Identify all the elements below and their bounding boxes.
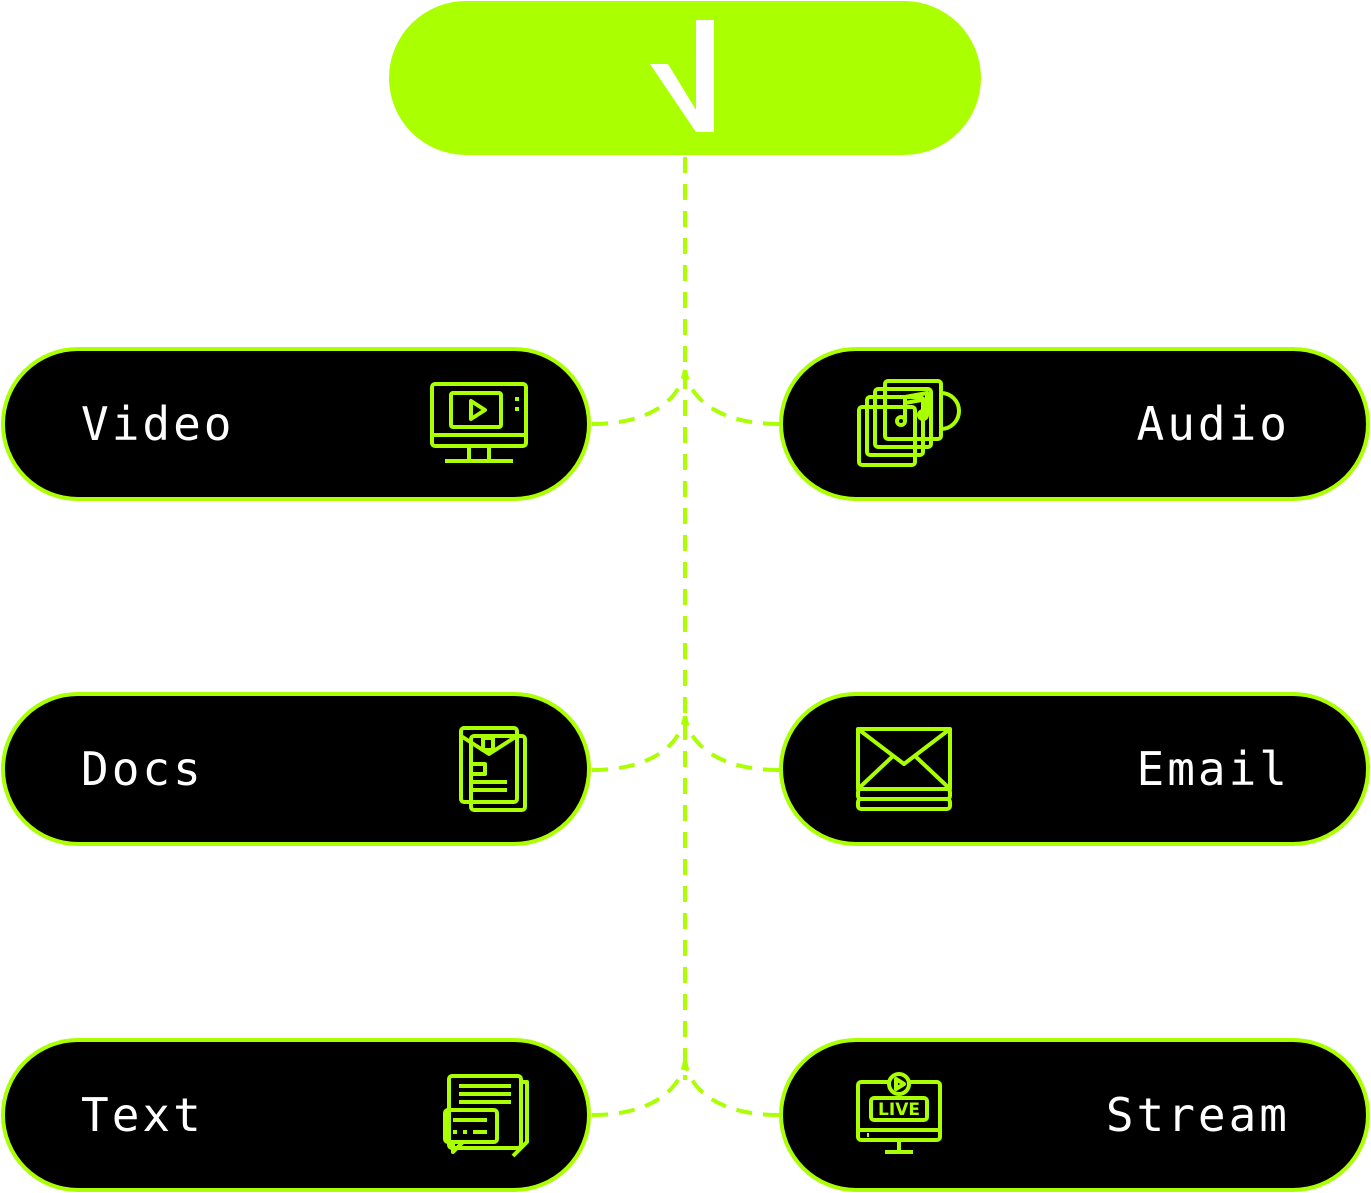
svg-text:LIVE: LIVE: [878, 1100, 920, 1120]
logo-pill[interactable]: [389, 1, 981, 155]
video-monitor-icon: [429, 381, 529, 467]
node-text[interactable]: Text: [1, 1038, 591, 1192]
node-label: Email: [1136, 742, 1290, 796]
node-label: Docs: [81, 742, 204, 796]
connector-video: [591, 369, 687, 426]
connector-text: [591, 1060, 687, 1117]
node-stream[interactable]: Stream LIVE: [779, 1038, 1370, 1192]
check-mark-logo-icon: [650, 20, 714, 132]
node-docs[interactable]: Docs: [1, 692, 591, 846]
connector-stream: [683, 1060, 780, 1117]
music-album-icon: [855, 379, 963, 469]
node-email[interactable]: Email: [779, 692, 1370, 846]
node-audio[interactable]: Audio: [779, 347, 1370, 501]
node-video[interactable]: Video: [1, 347, 591, 501]
newspaper-chat-icon: [443, 1072, 529, 1158]
node-label: Audio: [1136, 397, 1290, 451]
node-label: Video: [81, 397, 235, 451]
connector-email: [683, 715, 780, 772]
live-stream-icon: LIVE: [855, 1072, 945, 1158]
node-label: Stream: [1105, 1088, 1290, 1142]
node-label: Text: [81, 1088, 204, 1142]
envelope-icon: [855, 726, 953, 812]
connector-audio: [683, 369, 780, 426]
connector-docs: [591, 715, 687, 772]
document-folder-icon: [457, 724, 529, 814]
